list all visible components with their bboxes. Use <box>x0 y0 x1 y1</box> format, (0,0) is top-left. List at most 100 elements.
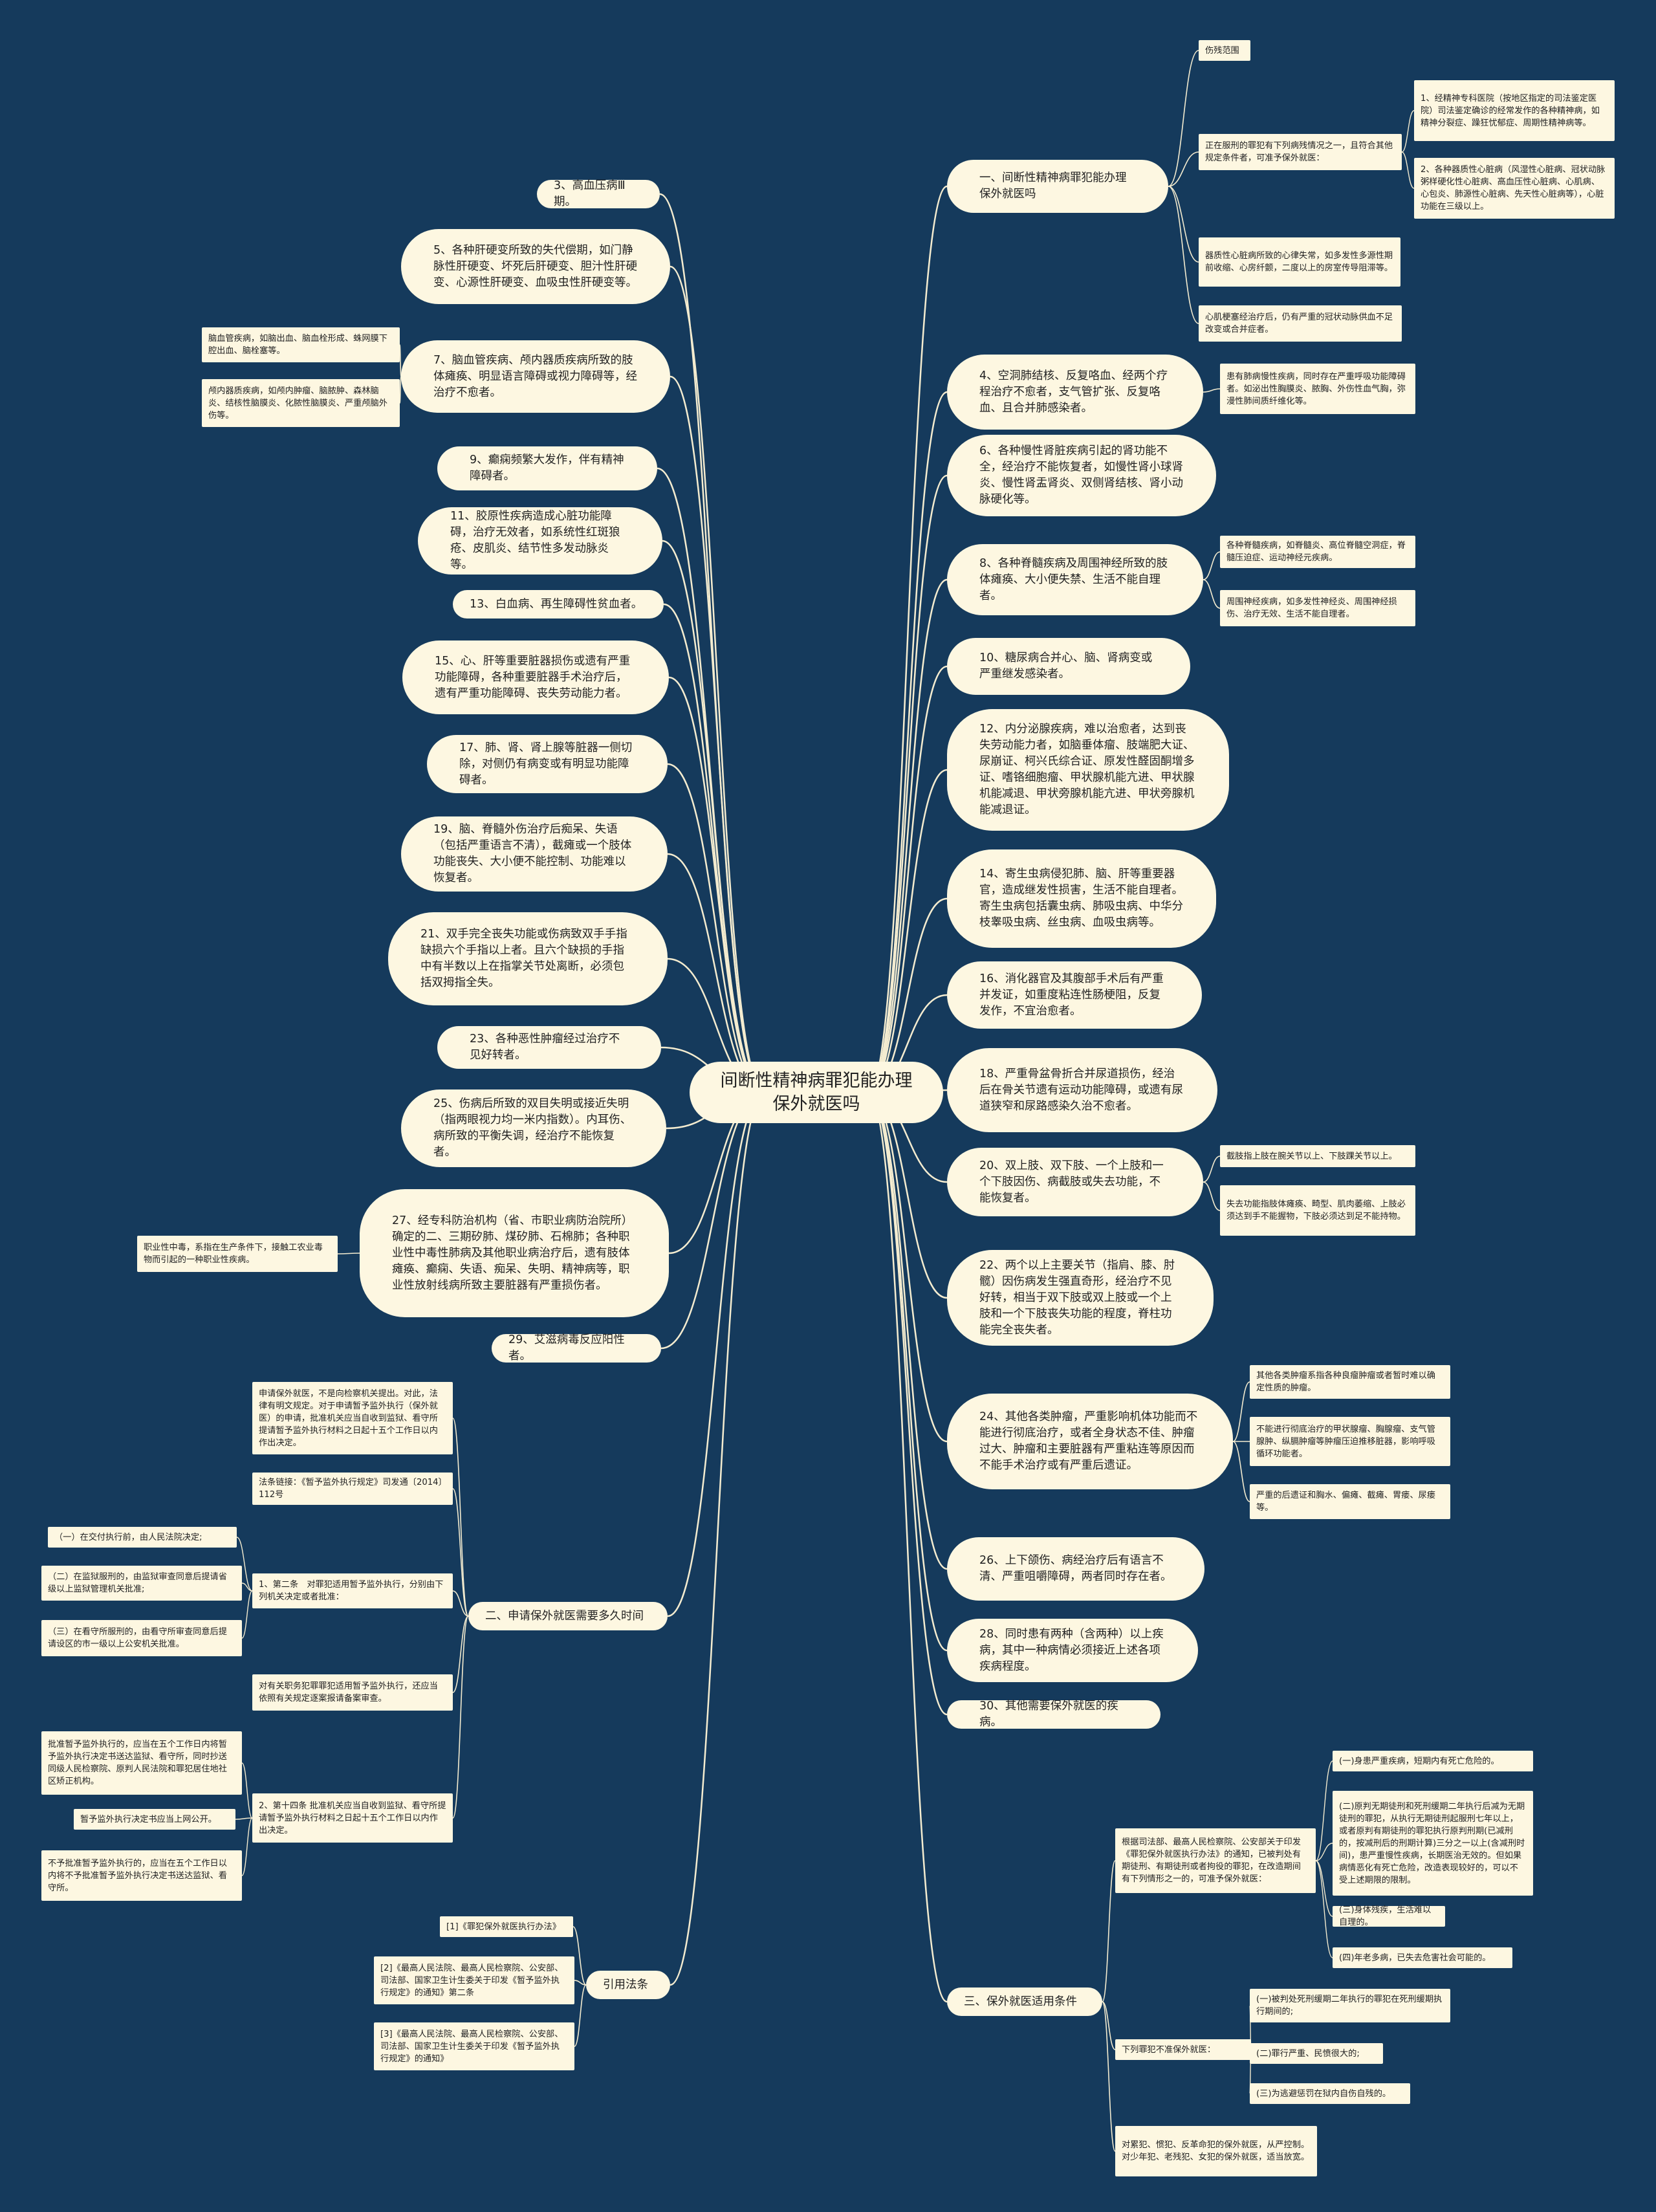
s2-leaf-detention[interactable]: （三）在看守所服刑的，由看守所审查同意后提请设区的市一级以上公安机关批准。 <box>41 1620 242 1656</box>
q1-leaf-heart[interactable]: 2、各种器质性心脏病（风湿性心脏病、冠状动脉粥样硬化性心脏病、高血压性心脏病、心… <box>1414 158 1615 219</box>
item-11[interactable]: 11、胶原性疾病造成心脏功能障碍，治疗无效者，如系统性红斑狼疮、皮肌炎、结节性多… <box>418 507 662 575</box>
connector-line <box>867 474 948 1093</box>
tag-lung-disease[interactable]: 患有肺病慢性疾病，同时存在严重呼吸功能障碍者。如泌出性胸膜炎、脓胸、外伤性血气胸… <box>1220 364 1415 414</box>
ref-1[interactable]: [1]《罪犯保外就医执行办法》 <box>440 1916 573 1937</box>
s3-sub-eligible[interactable]: 根据司法部、最高人民检察院、公安部关于印发《罪犯保外就医执行办法》的通知，已被判… <box>1115 1828 1316 1893</box>
item-15[interactable]: 15、心、肝等重要脏器损伤或遗有严重功能障碍，各种重要脏器手术治疗后，遗有严重功… <box>402 641 669 714</box>
tag-cerebrovascular[interactable]: 脑血管疾病，如脑出血、脑血栓形成、蛛网膜下腔出血、脑栓塞等。 <box>202 327 400 362</box>
connector-line <box>867 1091 948 2003</box>
s3-leaf-disabled[interactable]: (三)身体残疾，生活难以自理的。 <box>1333 1905 1445 1927</box>
item-21[interactable]: 21、双手完全丧失功能或伤病致双手手指缺损六个手指以上者。且六个缺损的手指中有半… <box>388 912 668 1005</box>
connector-line <box>667 1091 765 1617</box>
item-5[interactable]: 5、各种肝硬变所致的失代偿期，如门静脉性肝硬变、坏死后肝硬变、胆汁性肝硬变、心源… <box>401 229 670 304</box>
item-8[interactable]: 8、各种脊髓疾病及周围神经所致的肢体瘫痪、大小便失禁、生活不能自理者。 <box>947 544 1203 615</box>
item-29[interactable]: 29、艾滋病毒反应阳性者。 <box>492 1333 661 1363</box>
connector-line <box>1102 2001 1116 2050</box>
connector-line <box>670 265 765 1093</box>
q1-sub-conditions[interactable]: 正在服刑的罪犯有下列病残情况之一，且符合其他规定条件者，可准予保外就医： <box>1199 134 1402 170</box>
item-22[interactable]: 22、两个以上主要关节（指肩、膝、肘髋）因伤病发生强直奇形，经治疗不见好转，相当… <box>947 1250 1214 1346</box>
s2-leaf-publish[interactable]: 暂予监外执行决定书应当上网公开。 <box>74 1809 235 1830</box>
connector-line <box>670 375 765 1093</box>
item-30[interactable]: 30、其他需要保外就医的疾病。 <box>947 1700 1160 1729</box>
root-topic[interactable]: 间断性精神病罪犯能办理保外就医吗 <box>690 1062 943 1123</box>
item-24[interactable]: 24、其他各类肿瘤，严重影响机体功能而不能进行彻底治疗，或者全身状态不佳、肿瘤过… <box>947 1394 1233 1489</box>
item-18[interactable]: 18、严重骨盆骨折合并尿道损伤，经治后在骨关节遗有运动功能障碍，或遗有尿道狭窄和… <box>947 1048 1217 1132</box>
item-3[interactable]: 3、高血压病Ⅲ期。 <box>537 179 660 208</box>
item-20[interactable]: 20、双上肢、双下肢、一个上肢和一个下肢因伤、病截肢或失去功能，不能恢复者。 <box>947 1148 1203 1216</box>
ref-2[interactable]: [2]《最高人民法院、最高人民检察院、公安部、司法部、国家卫生计生委关于印发《暂… <box>374 1956 574 2004</box>
branch-q1[interactable]: 一、间断性精神病罪犯能办理保外就医吗 <box>947 160 1168 213</box>
tag-intracranial[interactable]: 颅内器质疾病，如颅内肿瘤、脑脓肿、森林脑炎、结核性脑膜炎、化脓性脑膜炎、严重颅脑… <box>202 379 400 427</box>
connector-line <box>1203 579 1221 609</box>
connector-line <box>241 1582 253 1592</box>
s2-sub-article-14[interactable]: 2、第十四条 批准机关应当自收到监狱、看守所提请暂予监外执行材料之日起十五个工作… <box>252 1793 453 1843</box>
s2-leaf-reject[interactable]: 不予批准暂予监外执行的，应当在五个工作日以内将不予批准暂予监外执行决定书送达监狱… <box>41 1850 242 1901</box>
s3-sub-not-allowed[interactable]: 下列罪犯不准保外就医： <box>1115 2039 1251 2060</box>
q1-sub-arrhythmia[interactable]: 器质性心脏病所致的心律失常，如多发性多源性期前收缩、心房纤颤，二度以上的房室传导… <box>1199 237 1400 287</box>
branch-s2[interactable]: 二、申请保外就医需要多久时间 <box>468 1602 668 1630</box>
item-16[interactable]: 16、消化器官及其腹部手术后有严重并发证，如重度粘连性肠梗阻，反复发作，不宜治愈… <box>947 961 1202 1029</box>
connector-line <box>1315 1860 1333 1958</box>
connector-line <box>1315 1760 1333 1861</box>
s3-leaf-serious-crime[interactable]: (二)罪行严重、民愤很大的; <box>1250 2043 1383 2064</box>
s3-leaf-elderly[interactable]: (四)年老多病，已失去危害社会可能的。 <box>1333 1947 1512 1968</box>
item-17[interactable]: 17、肺、肾、肾上腺等脏器一侧切除，对侧仍有病变或有明显功能障碍者。 <box>427 735 668 793</box>
connector-line <box>1203 551 1221 580</box>
item-28[interactable]: 28、同时患有两种（含两种）以上疾病，其中一种病情必须接近上述各项疾病程度。 <box>947 1619 1198 1682</box>
item-9[interactable]: 9、癫痫频繁大发作，伴有精神障碍者。 <box>437 446 657 490</box>
tag-other-tumors[interactable]: 其他各类肿瘤系指各种良瘤肿瘤或者暂时难以确定性质的肿瘤。 <box>1250 1365 1450 1399</box>
connector-line <box>662 540 765 1093</box>
s2-sub-article-2[interactable]: 1、第二条 对罪犯适用暂予监外执行，分别由下列机关决定或者批准： <box>252 1573 453 1608</box>
tag-inoperable-tumors[interactable]: 不能进行彻底治疗的甲状腺瘤、胸腺瘤、支气管腺肿、纵膈肿瘤等肿瘤压迫推移脏器，影响… <box>1250 1417 1450 1466</box>
connector-line <box>572 1926 587 1986</box>
connector-line <box>1401 110 1415 153</box>
connector-line <box>1168 186 1199 263</box>
tag-amputation[interactable]: 截肢指上肢在腕关节以上、下肢踝关节以上。 <box>1220 1145 1415 1167</box>
ref-3[interactable]: [3]《最高人民法院、最高人民检察院、公安部、司法部、国家卫生计生委关于印发《暂… <box>374 2022 574 2070</box>
branch-references[interactable]: 引用法条 <box>586 1971 670 1999</box>
connector-line <box>1168 50 1199 187</box>
connector-line <box>867 1091 948 1443</box>
s2-leaf-court[interactable]: （一）在交付执行前，由人民法院决定; <box>48 1527 237 1548</box>
connector-line <box>241 1590 253 1639</box>
connector-line <box>1401 151 1415 189</box>
s3-sub-strict[interactable]: 对累犯、惯犯、反革命犯的保外就医，从严控制。对少年犯、老残犯、女犯的保外就医，适… <box>1115 2126 1317 2176</box>
s3-leaf-dying[interactable]: (一)身患严重疾病，短期内有死亡危险的。 <box>1333 1751 1533 1771</box>
connector-line <box>1203 1181 1221 1211</box>
item-27[interactable]: 27、经专科防治机构（省、市职业病防治院所）确定的二、三期矽肺、煤矽肺、石棉肺；… <box>360 1189 669 1317</box>
s3-leaf-self-harm[interactable]: (三)为逃避惩罚在狱内自伤自残的。 <box>1250 2083 1410 2104</box>
connector-line <box>399 376 402 404</box>
s3-leaf-death-reprieve[interactable]: (一)被判处死刑缓期二年执行的罪犯在死刑缓期执行期间的; <box>1250 1989 1450 2022</box>
q1-sub-scope[interactable]: 伤残范围 <box>1199 40 1250 61</box>
tag-loss-of-function[interactable]: 失去功能指肢体瘫痪、畸型、肌肉萎缩、上肢必须达到手不能握物，下肢必须达到足不能持… <box>1220 1185 1415 1236</box>
branch-s3[interactable]: 三、保外就医适用条件 <box>947 1988 1102 2016</box>
item-10[interactable]: 10、糖尿病合并心、脑、肾病变或严重继发感染者。 <box>947 638 1190 695</box>
item-14[interactable]: 14、寄生虫病侵犯肺、脑、肝等重要器官，造成继发性损害，生活不能自理者。寄生虫病… <box>947 849 1216 948</box>
connector-line <box>667 853 765 1093</box>
connector-line <box>1102 2001 1116 2152</box>
item-7[interactable]: 7、脑血管疾病、颅内器质疾病所致的肢体瘫痪、明显语言障碍或视力障碍等，经治疗不愈… <box>401 340 670 413</box>
s2-sub-decision-time[interactable]: 申请保外就医，不是向检察机关提出。对此，法律有明文规定。对于申请暂予监外执行（保… <box>252 1382 453 1454</box>
item-25[interactable]: 25、伤病后所致的双目失明或接近失明（指两眼视力均一米内指数）。内耳伤、病所致的… <box>401 1090 666 1167</box>
item-19[interactable]: 19、脑、脊髓外伤治疗后痴呆、失语（包括严重语言不清），截瘫或一个肢体功能丧失、… <box>401 816 668 892</box>
item-4[interactable]: 4、空洞肺结核、反复咯血、经两个疗程治疗不愈者，支气管扩张、反复咯血、且合并肺感… <box>947 355 1203 430</box>
item-13[interactable]: 13、白血病、再生障碍性贫血者。 <box>453 590 664 619</box>
s2-leaf-deliver[interactable]: 批准暂予监外执行的，应当在五个工作日内将暂予监外执行决定书送达监狱、看守所，同时… <box>41 1731 242 1795</box>
item-12[interactable]: 12、内分泌腺疾病，难以治愈者，达到丧失劳动能力者，如脑垂体瘤、肢端肥大证、尿崩… <box>947 709 1229 831</box>
s2-leaf-prison[interactable]: （二）在监狱服刑的，由监狱审查同意后提请省级以上监狱管理机关批准; <box>41 1566 242 1601</box>
s2-sub-legal-link[interactable]: 法条链接：《暂予监外执行规定》司发通〔2014〕112号 <box>252 1473 453 1505</box>
item-6[interactable]: 6、各种慢性肾脏疾病引起的肾功能不全，经治疗不能恢复者，如慢性肾小球肾炎、慢性肾… <box>947 435 1216 516</box>
tag-peripheral-nerve[interactable]: 周围神经疾病，如多发性神经炎、周围神经损伤、治疗无效、生活不能自理者。 <box>1220 590 1415 626</box>
q1-leaf-psychosis[interactable]: 1、经精神专科医院（按地区指定的司法鉴定医院）司法鉴定确诊的经常发作的各种精神病… <box>1414 80 1615 141</box>
item-23[interactable]: 23、各种恶性肿瘤经过治疗不见好转者。 <box>437 1026 661 1069</box>
q1-sub-infarction[interactable]: 心肌梗塞经治疗后，仍有严重的冠状动脉供血不足改变或合并症者。 <box>1199 305 1402 342</box>
tag-occupational-poisoning[interactable]: 职业性中毒，系指在生产条件下，接触工农业毒物而引起的一种职业性疾病。 <box>137 1236 338 1272</box>
tag-spinal-disease[interactable]: 各种脊髓疾病，如脊髓炎、高位脊髓空洞症，脊髓压迫症、运动神经元疾病。 <box>1220 536 1415 568</box>
s3-leaf-chronic[interactable]: (二)原判无期徒刑和死刑缓期二年执行后减为无期徒刑的罪犯，从执行无期徒刑起服刑七… <box>1333 1791 1533 1896</box>
item-26[interactable]: 26、上下颌伤、病经治疗后有语言不清、严重咀嚼障碍，两者同时存在者。 <box>947 1537 1204 1601</box>
connector-line <box>1102 1860 1116 2002</box>
connector-line <box>1168 151 1199 187</box>
s2-sub-duty-crime[interactable]: 对有关职务犯罪罪犯适用暂予监外执行，还应当依照有关规定逐案报请备案审查。 <box>252 1674 453 1711</box>
tag-sequelae[interactable]: 严重的后遗证和胸水、偏瘫、截瘫、胃瘘、尿瘘等。 <box>1250 1484 1450 1519</box>
